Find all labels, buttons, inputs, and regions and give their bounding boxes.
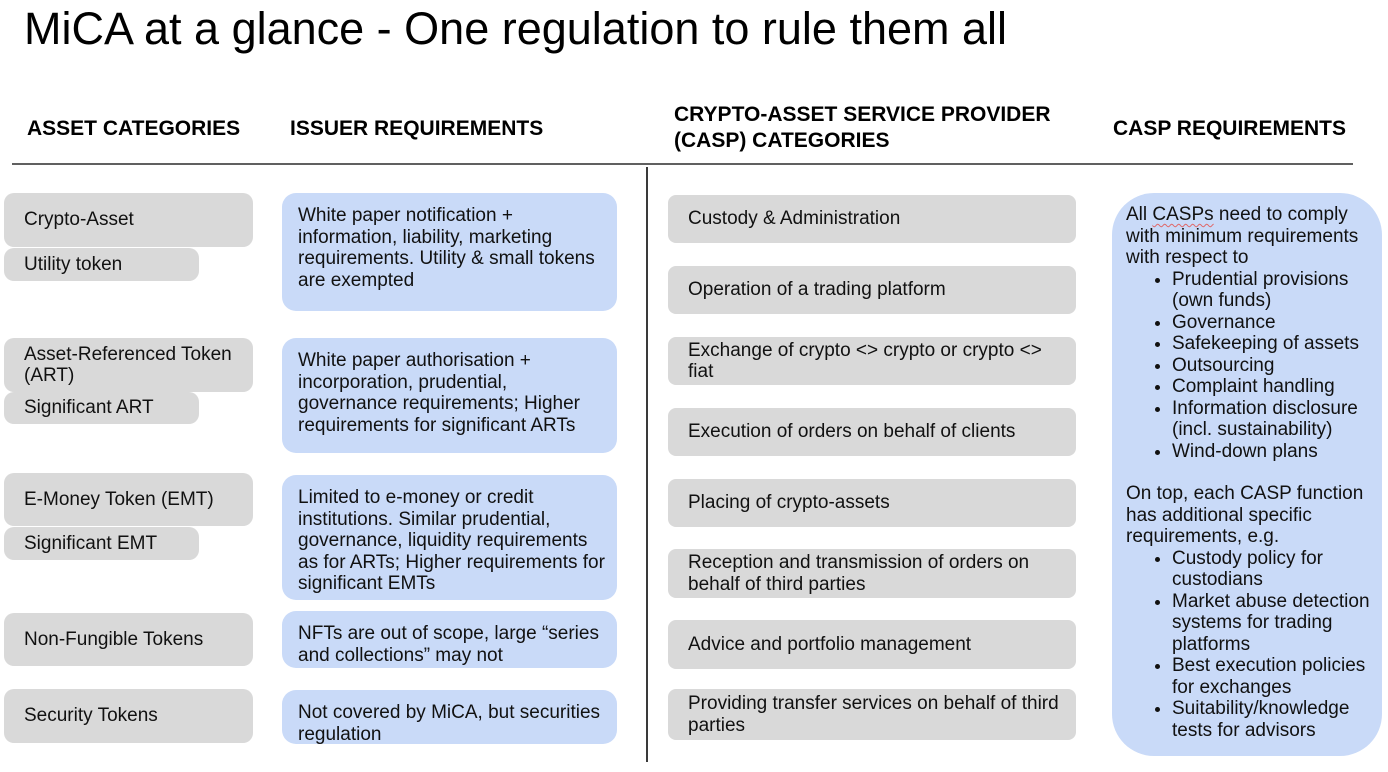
asset-category-security-tokens: Security Tokens — [4, 689, 253, 743]
asset-category-significant-art: Significant ART — [4, 392, 199, 424]
bullet-item: Market abuse detection systems for tradi… — [1172, 591, 1372, 656]
column-header-asset-categories: ASSET CATEGORIES — [27, 117, 241, 140]
bullet-item: Best execution policies for exchanges — [1172, 655, 1372, 698]
bullet-item: Safekeeping of assets — [1172, 333, 1372, 355]
column-header-casp-requirements: CASP REQUIREMENTS — [1113, 117, 1346, 140]
issuer-requirement-text: NFTs are out of scope, large “series and… — [298, 623, 599, 666]
casp-minimum-requirements-list: Prudential provisions (own funds) Govern… — [1126, 269, 1372, 463]
casp-category-trading-platform: Operation of a trading platform — [668, 266, 1076, 314]
casp-category-transfer-services: Providing transfer services on behalf of… — [668, 689, 1076, 740]
casp-category-placing: Placing of crypto-assets — [668, 479, 1076, 527]
bullet-item: Information disclosure (incl. sustainabi… — [1172, 398, 1372, 441]
casp-category-exchange: Exchange of crypto <> crypto or crypto <… — [668, 337, 1076, 385]
asset-category-emt: E-Money Token (EMT) — [4, 473, 253, 526]
header-divider-line — [12, 163, 1353, 165]
intro-suffix: need to comply with minimum requirements… — [1126, 204, 1359, 268]
column-header-casp-categories: CRYPTO-ASSET SERVICE PROVIDER (CASP) CAT… — [674, 103, 1051, 152]
casp-additional-requirements-list: Custody policy for custodians Market abu… — [1126, 548, 1372, 742]
column-divider-line — [646, 167, 648, 762]
casp-requirements-panel: All CASPs need to comply with minimum re… — [1112, 193, 1382, 756]
bullet-item: Prudential provisions (own funds) — [1172, 269, 1372, 312]
bullet-item: Outsourcing — [1172, 355, 1372, 377]
casp-category-custody: Custody & Administration — [668, 195, 1076, 243]
issuer-requirement-text: Not covered by MiCA, but securities regu… — [298, 702, 601, 745]
bullet-item: Complaint handling — [1172, 376, 1372, 398]
asset-category-crypto-asset: Crypto-Asset — [4, 193, 253, 247]
issuer-requirement-text: White paper authorisation + incorporatio… — [298, 350, 580, 436]
asset-category-utility-token: Utility token — [4, 248, 199, 281]
asset-category-nft: Non-Fungible Tokens — [4, 613, 253, 666]
casp-category-reception: Reception and transmission of orders on … — [668, 549, 1076, 598]
issuer-requirement-text: Limited to e-money or credit institution… — [298, 487, 605, 594]
casp-category-execution: Execution of orders on behalf of clients — [668, 408, 1076, 456]
intro-word-spellcheck: CASPs — [1152, 204, 1214, 225]
bullet-item: Wind-down plans — [1172, 441, 1372, 463]
bullet-item: Governance — [1172, 312, 1372, 334]
issuer-requirement-emt: Limited to e-money or credit institution… — [282, 475, 617, 600]
column-header-issuer-requirements: ISSUER REQUIREMENTS — [290, 117, 544, 140]
intro-prefix: All — [1126, 204, 1153, 225]
page-title: MiCA at a glance - One regulation to rul… — [24, 3, 1008, 54]
casp-additional-intro: On top, each CASP function has additiona… — [1126, 483, 1364, 547]
issuer-requirement-art: White paper authorisation + incorporatio… — [282, 338, 617, 453]
issuer-requirement-crypto-asset: White paper notification + information, … — [282, 193, 617, 311]
issuer-requirement-text: White paper notification + information, … — [298, 205, 595, 291]
asset-category-art: Asset-Referenced Token (ART) — [4, 338, 253, 392]
bullet-item: Suitability/knowledge tests for advisors — [1172, 698, 1372, 741]
issuer-requirement-security-tokens: Not covered by MiCA, but securities regu… — [282, 690, 617, 745]
issuer-requirement-nft: NFTs are out of scope, large “series and… — [282, 611, 617, 668]
asset-category-significant-emt: Significant EMT — [4, 527, 199, 560]
bullet-item: Custody policy for custodians — [1172, 548, 1372, 591]
casp-minimum-intro: All CASPs need to comply with minimum re… — [1126, 204, 1372, 269]
casp-category-advice: Advice and portfolio management — [668, 620, 1076, 669]
